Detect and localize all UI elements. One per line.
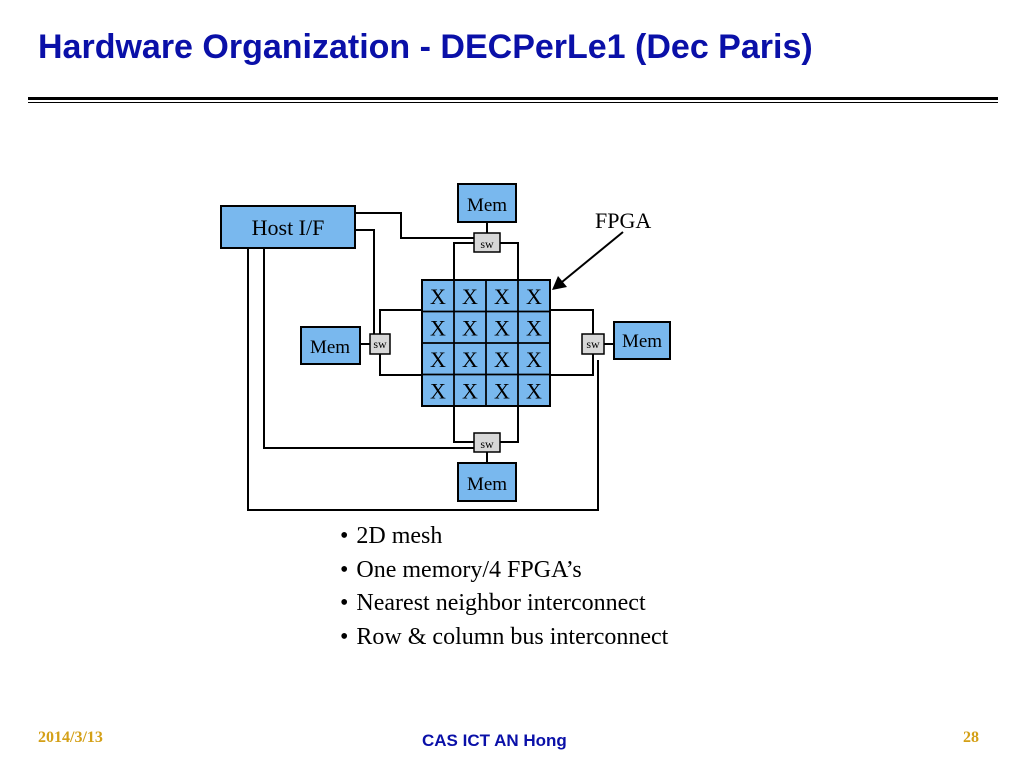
host-interface-block bbox=[220, 205, 356, 249]
right-memory-label: Mem bbox=[622, 331, 662, 352]
top-switch bbox=[473, 232, 501, 253]
left-switch-bottom-bus bbox=[379, 354, 422, 376]
right-switch-label: sw bbox=[586, 337, 600, 351]
bottom-switch-label: sw bbox=[480, 437, 494, 451]
fpga-cell-label: X bbox=[462, 347, 478, 372]
page-number: 28 bbox=[963, 729, 979, 746]
bullet-item: Nearest neighbor interconnect bbox=[340, 587, 668, 621]
left-switch-label: sw bbox=[373, 337, 387, 351]
left-memory-block bbox=[300, 326, 361, 365]
host-outer-bus bbox=[247, 248, 599, 511]
fpga-cell-label: X bbox=[430, 378, 446, 403]
left-switch-top-bus bbox=[379, 309, 422, 336]
bullet-item: 2D mesh bbox=[340, 520, 668, 554]
bottom-memory-label: Mem bbox=[467, 474, 507, 495]
left-memory-label: Mem bbox=[310, 337, 350, 358]
fpga-cell-label: X bbox=[526, 347, 542, 372]
fpga-cell-label: X bbox=[526, 315, 542, 340]
fpga-cell-label: X bbox=[462, 378, 478, 403]
host-top-bus bbox=[355, 212, 474, 239]
fpga-label: FPGA bbox=[595, 208, 651, 233]
fpga-cell-label: X bbox=[430, 315, 446, 340]
fpga-cell-label: X bbox=[494, 284, 510, 309]
fpga-cell-label: X bbox=[494, 315, 510, 340]
footer-date: 2014/3/13 bbox=[38, 729, 103, 746]
bottom-switch bbox=[473, 432, 501, 453]
title-divider bbox=[28, 97, 998, 103]
fpga-callout-arrowhead bbox=[552, 276, 567, 290]
left-switch bbox=[369, 333, 391, 355]
right-switch-bottom-bus bbox=[550, 354, 594, 376]
top-switch-left-bus bbox=[453, 242, 474, 280]
host-left-bus bbox=[355, 229, 375, 344]
bullet-item: One memory/4 FPGA’s bbox=[340, 554, 668, 588]
fpga-cell-label: X bbox=[462, 284, 478, 309]
bottom-switch-right-bus bbox=[500, 406, 519, 443]
fpga-cell-label: X bbox=[494, 378, 510, 403]
fpga-cell-label: X bbox=[430, 347, 446, 372]
right-switch bbox=[581, 333, 605, 355]
bottom-memory-block bbox=[457, 462, 517, 502]
footer-author: CAS ICT AN Hong bbox=[422, 731, 567, 750]
top-switch-right-bus bbox=[500, 242, 519, 280]
bullet-item: Row & column bus interconnect bbox=[340, 621, 668, 655]
top-memory-block bbox=[457, 183, 517, 223]
fpga-callout-line bbox=[561, 231, 624, 283]
slide-title: Hardware Organization - DECPerLe1 (Dec P… bbox=[38, 28, 813, 66]
bottom-switch-left-bus bbox=[453, 406, 474, 443]
host-bottom-bus bbox=[263, 248, 474, 449]
fpga-cell-label: X bbox=[494, 347, 510, 372]
host-interface-label: Host I/F bbox=[252, 215, 325, 240]
fpga-cell bbox=[517, 373, 551, 407]
feature-list: 2D mesh One memory/4 FPGA’s Nearest neig… bbox=[340, 520, 668, 654]
fpga-cell-label: X bbox=[430, 284, 446, 309]
fpga-cell-label: X bbox=[526, 284, 542, 309]
right-switch-top-bus bbox=[550, 309, 594, 334]
right-memory-block bbox=[613, 321, 671, 360]
fpga-cell-label: X bbox=[462, 315, 478, 340]
top-memory-label: Mem bbox=[467, 195, 507, 216]
fpga-cell-label: X bbox=[526, 378, 542, 403]
top-switch-label: sw bbox=[480, 237, 494, 251]
